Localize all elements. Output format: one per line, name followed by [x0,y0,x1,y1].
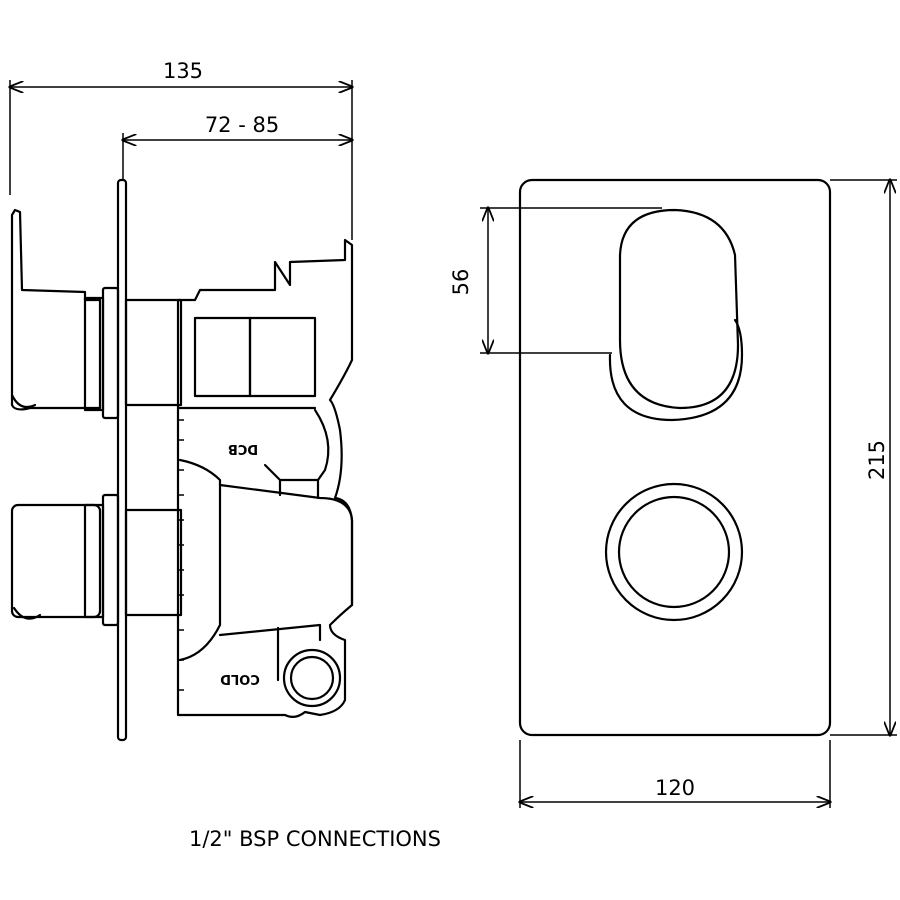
dimension-120-label: 120 [655,776,695,800]
dimension-135: 135 [10,59,352,240]
dimension-135-label: 135 [163,59,203,83]
dimension-72-85-label: 72 - 85 [205,113,279,137]
round-knob [604,482,744,622]
connections-note: 1/2" BSP CONNECTIONS [189,827,441,851]
dimension-215-label: 215 [865,440,889,480]
port-label-dcb: DCB [228,441,258,456]
dimension-72-85: 72 - 85 [123,113,352,180]
dimension-56: 56 [449,208,662,353]
dimension-120: 120 [520,740,830,808]
dimension-215: 215 [830,180,897,735]
port-label-cold: COLD [220,671,260,686]
side-view: DCB COLD [10,178,354,742]
dimension-56-label: 56 [449,269,473,296]
front-view [518,178,832,737]
